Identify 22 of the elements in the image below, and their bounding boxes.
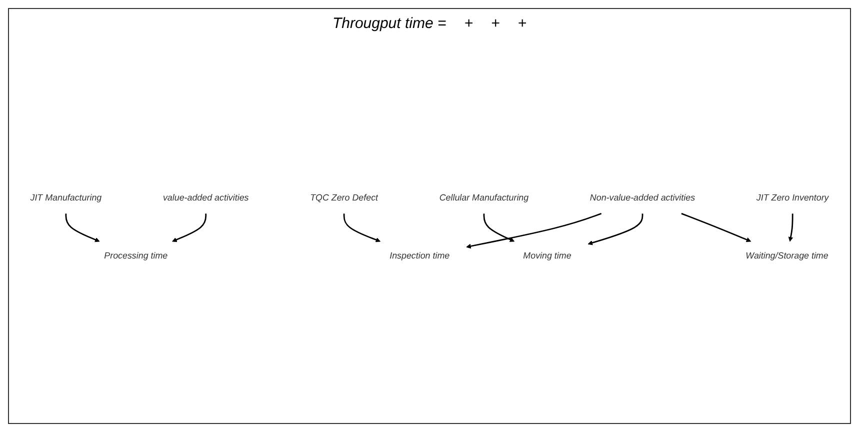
arrow	[483, 214, 515, 242]
node-text: Moving time	[523, 251, 572, 261]
node-text: Inspection time	[390, 251, 450, 261]
arrow	[788, 214, 794, 242]
equation-text: +	[464, 15, 474, 32]
node-text: Waiting/Storage time	[746, 251, 828, 261]
equation-text: Througput time =	[332, 15, 446, 32]
equation-text: +	[491, 15, 500, 32]
arrow	[172, 214, 207, 242]
node-text: value-added activities	[162, 193, 249, 203]
arrow	[466, 212, 602, 249]
node-text: JIT Manufacturing	[30, 193, 102, 203]
node-text: Cellular Manufacturing	[439, 193, 529, 203]
node-text: Non-value-added activities	[590, 193, 696, 203]
node-text: TQC Zero Defect	[310, 193, 378, 203]
equation-text: +	[518, 15, 527, 32]
arrow	[681, 212, 752, 242]
node-text: Processing time	[104, 251, 168, 261]
arrow	[343, 214, 381, 242]
node-text: JIT Zero Inventory	[756, 193, 829, 203]
arrow	[65, 214, 100, 242]
arrow	[588, 214, 644, 246]
